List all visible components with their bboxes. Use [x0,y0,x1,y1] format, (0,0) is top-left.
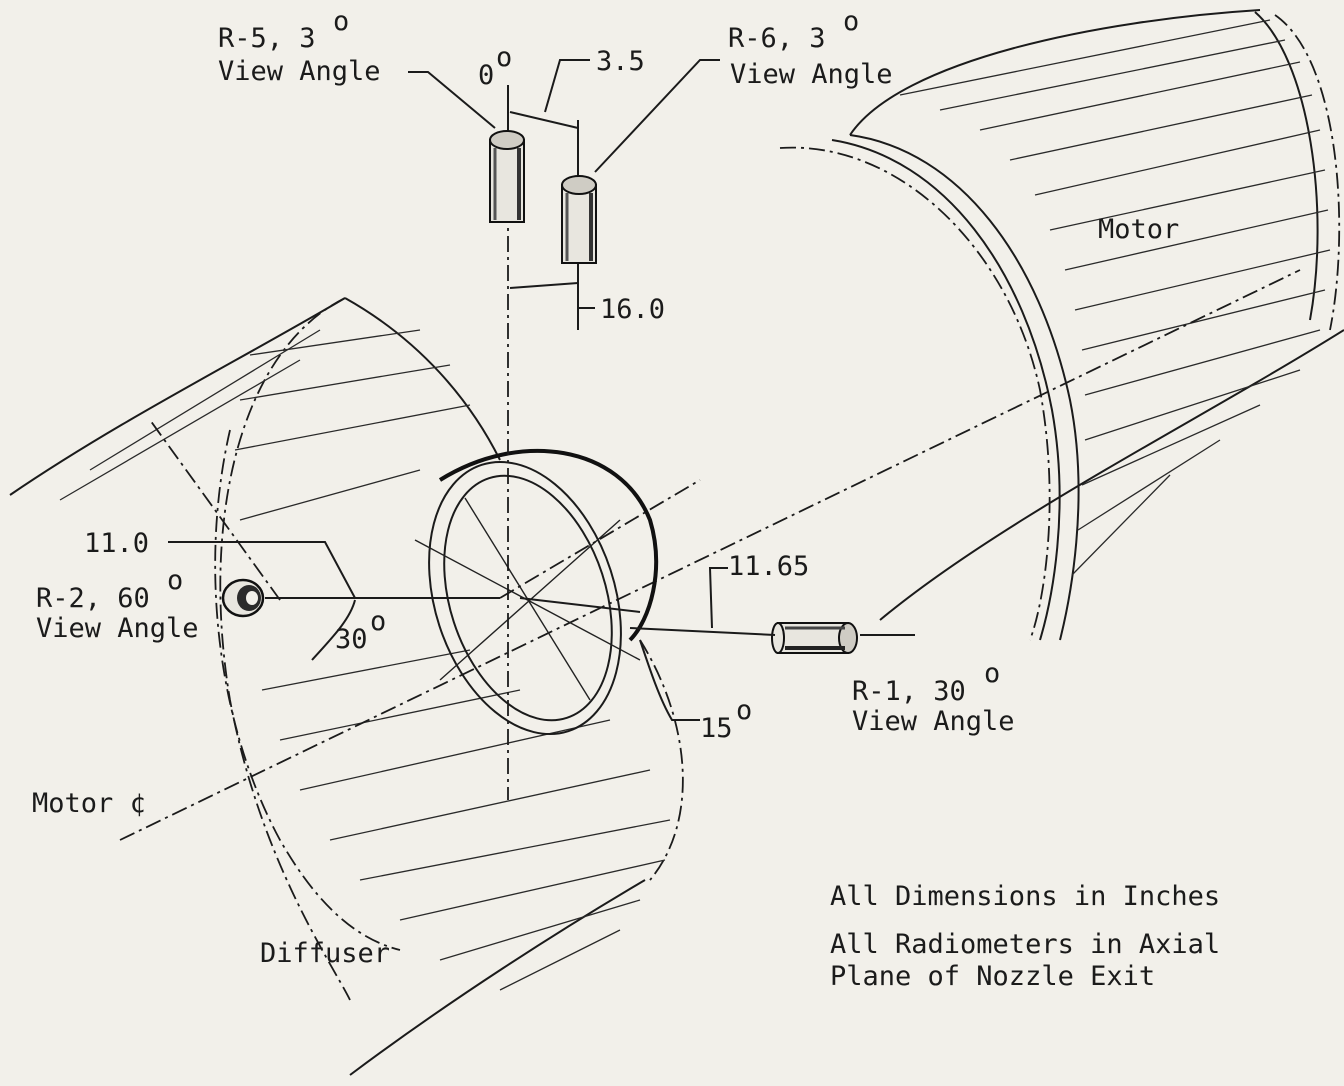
r2-label-line2: View Angle [36,613,199,644]
motor-end-face [1254,11,1319,321]
r6-label-line1: R-6, 3 [728,23,826,54]
r5-leader [408,71,496,129]
diffuser-cylinder: Diffuser [9,297,684,1076]
angle-30-arc [311,599,356,661]
r2-label: R-2, 60 o View Angle [36,565,199,644]
zero-angle-degree: o [496,42,512,73]
r1-label-line2: View Angle [852,706,1015,737]
motor-centerline [119,269,1301,841]
nozzle-exit [414,448,701,736]
angle-15-value: 15 [700,713,733,744]
notes-block: All Dimensions in Inches All Radiometers… [830,881,1220,992]
motor-hatching [899,19,1331,576]
r1-degree: o [984,658,1000,689]
nozzle-bell [438,448,659,642]
nozzle-exit-rim-outer [428,460,622,736]
motor-flange-ring-inner [831,139,1061,641]
r5-degree: o [333,6,349,37]
motor-flange-hidden [779,146,1051,641]
r2-radiometer [221,578,265,618]
dim-16-0-arrow [509,282,579,289]
diffuser-bottom-edge [349,879,646,1076]
dim-3-5-arrow [509,111,579,129]
dim-11-65-leader [708,567,728,629]
motor-bottom-edge [879,329,1344,621]
angle-15-label: 15 o [700,695,752,744]
dim-11-65-label: 11.65 [728,551,809,582]
r6-degree: o [843,6,859,37]
motor-end-outline [1274,14,1341,331]
r5-label-line1: R-5, 3 [218,23,316,54]
r6-label: R-6, 3 o View Angle [728,6,893,90]
diffuser-rim-top [344,297,501,461]
motor-centerline-label: Motor ¢ [32,788,146,819]
diffuser-right-rim [639,639,684,881]
r5-label-line2: View Angle [218,56,381,87]
angle-15-degree: o [736,695,752,726]
motor-top-edge [849,9,1261,136]
dim-11-65-arrow [519,597,641,613]
diffuser-hatching [59,329,671,991]
diffuser-top-edge [9,297,346,496]
angle-30-degree: o [370,606,386,637]
nozzle-exit-rim-inner [443,474,613,722]
r2-degree: o [167,565,183,596]
motor-label: Motor [1098,214,1179,245]
r5-label: R-5, 3 o View Angle [218,6,381,87]
dim-11-0-leader [168,541,356,599]
r2-angle-ref-line [149,419,281,601]
nozzle-radial-line [499,479,701,599]
dim-3-5-label: 3.5 [596,46,645,77]
dim-3-5-leader [544,59,590,113]
r5-radiometer [489,130,525,223]
r1-label-line1: R-1, 30 [852,676,966,707]
dim-11-0-label: 11.0 [84,528,149,559]
note-radiometers-line2: Plane of Nozzle Exit [830,961,1155,992]
note-dimensions: All Dimensions in Inches [830,881,1220,912]
diffuser-hidden-rim [219,297,351,1001]
r6-leader [594,59,720,173]
motor-cylinder: Motor [779,9,1344,641]
angle-30-label: 30 o [335,606,386,655]
zero-angle-value: 0 [478,60,494,91]
note-radiometers-line1: All Radiometers in Axial [830,929,1220,960]
zero-angle-label: 0 o [478,42,512,91]
r6-radiometer [561,175,597,264]
angle-15-leader [639,639,700,721]
diffuser-section-line [214,429,401,951]
r1-sightline [629,627,776,636]
r2-label-line1: R-2, 60 [36,583,150,614]
diffuser-label: Diffuser [260,938,390,969]
dim-16-0-label: 16.0 [600,294,665,325]
r1-radiometer [771,622,858,654]
angle-30-value: 30 [335,624,368,655]
motor-flange-ring [849,134,1080,641]
r6-label-line2: View Angle [730,59,893,90]
r1-label: R-1, 30 o View Angle [852,658,1015,737]
